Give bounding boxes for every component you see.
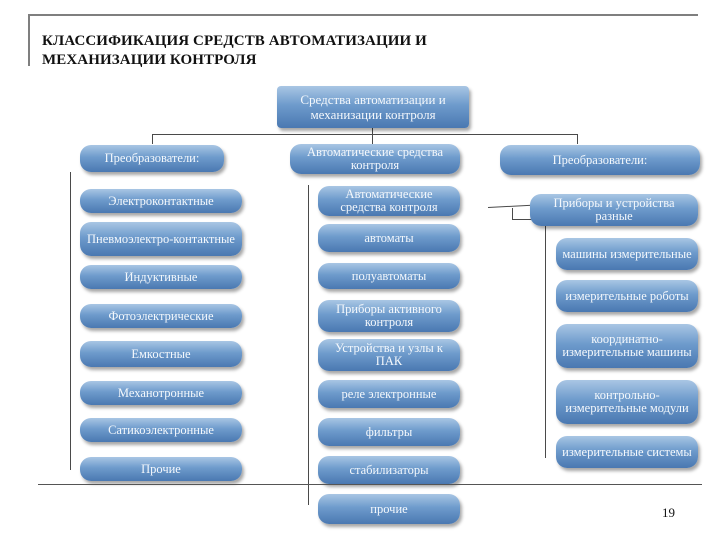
middle-node-stabilizers: стабилизаторы [318,456,460,484]
left-node-label: Фотоэлектрические [108,308,214,323]
middle-node-other: прочие [318,494,460,524]
left-node-inductive: Индуктивные [80,265,242,289]
right-branch-down [512,208,513,220]
middle-node-automata: автоматы [318,224,460,252]
middle-node-label: прочие [370,501,408,516]
right-node-measuring-robots: измерительные роботы [556,280,698,312]
left-node-label: Индуктивные [124,269,198,284]
right-node-label: измерительные роботы [565,288,689,303]
left-node-label: Сатикоэлектронные [108,422,214,437]
left-node-label: Пневмоэлектро-контактные [87,231,235,246]
root-node: Средства автоматизации и механизации кон… [277,86,469,128]
middle-spine [308,185,309,505]
right-node-systems: измерительные системы [556,436,698,468]
middle-node-relay: реле электронные [318,380,460,408]
left-spine [70,172,71,470]
middle-node-filters: фильтры [318,418,460,446]
middle-node-label: Устройства и узлы к ПАК [335,341,443,368]
right-header-node: Преобразователи: [500,145,700,175]
left-node-capacitive: Емкостные [80,341,242,367]
middle-node-label: Приборы активного контроля [336,302,442,329]
top-bus [152,134,578,135]
right-node-label: координатно-измерительные машины [562,332,692,359]
middle-node-label: полуавтоматы [351,268,427,283]
left-node-electrocontact: Электроконтактные [80,189,242,213]
right-node-label: контрольно-измерительные модули [565,388,689,415]
left-node-label: Емкостные [131,346,191,361]
middle-node-auto-control: Автоматические средства контроля [318,186,460,216]
drop-right [577,134,578,144]
corner-bracket-horizontal [28,14,698,16]
left-node-label: Электроконтактные [108,193,214,208]
page-number: 19 [662,505,675,520]
left-node-label: Механотронные [117,385,205,400]
right-node-modules: контрольно-измерительные модули [556,380,698,424]
drop-middle [372,134,373,144]
left-node-other: Прочие [80,457,242,481]
right-spine [545,218,546,458]
corner-bracket-vertical [28,14,30,66]
middle-node-label: автоматы [364,230,414,245]
left-node-label: Прочие [141,461,181,476]
right-branch-link [512,219,546,220]
page-title: КЛАССИФИКАЦИЯ СРЕДСТВ АВТОМАТИЗАЦИИ И МЕ… [42,32,602,70]
right-node-cmm: координатно-измерительные машины [556,324,698,368]
middle-node-label: Автоматические средства контроля [340,187,438,214]
left-node-photoelectric: Фотоэлектрические [80,304,242,328]
left-header-label: Преобразователи: [104,151,200,165]
middle-header-node: Автоматические средства контроля [290,144,460,174]
right-header-label: Преобразователи: [552,152,648,167]
middle-node-active-control: Приборы активного контроля [318,300,460,332]
right-subheader-label: Приборы и устройства разные [553,196,675,223]
right-node-label: измерительные системы [562,444,692,459]
left-node-pneumo: Пневмоэлектро-контактные [80,222,242,256]
bottom-divider [38,484,702,485]
middle-node-pak-units: Устройства и узлы к ПАК [318,339,460,371]
drop-left [152,134,153,144]
middle-node-label: стабилизаторы [349,462,429,477]
middle-node-semiautomata: полуавтоматы [318,263,460,289]
middle-node-label: фильтры [365,424,413,439]
root-label: Средства автоматизации и механизации кон… [300,92,446,122]
title-line-2: МЕХАНИЗАЦИИ КОНТРОЛЯ [42,52,257,68]
middle-header-label: Автоматические средства контроля [306,145,444,172]
title-line-1: КЛАССИФИКАЦИЯ СРЕДСТВ АВТОМАТИЗАЦИИ И [42,33,427,49]
left-node-satikoelectronic: Сатикоэлектронные [80,418,242,442]
left-node-mechanotronic: Механотронные [80,381,242,405]
middle-node-label: реле электронные [341,386,437,401]
right-node-label: машины измерительные [562,246,692,261]
right-subheader-node: Приборы и устройства разные [530,194,698,226]
left-header-node: Преобразователи: [80,145,224,172]
root-stem [372,126,373,135]
right-node-measuring-machines: машины измерительные [556,238,698,270]
